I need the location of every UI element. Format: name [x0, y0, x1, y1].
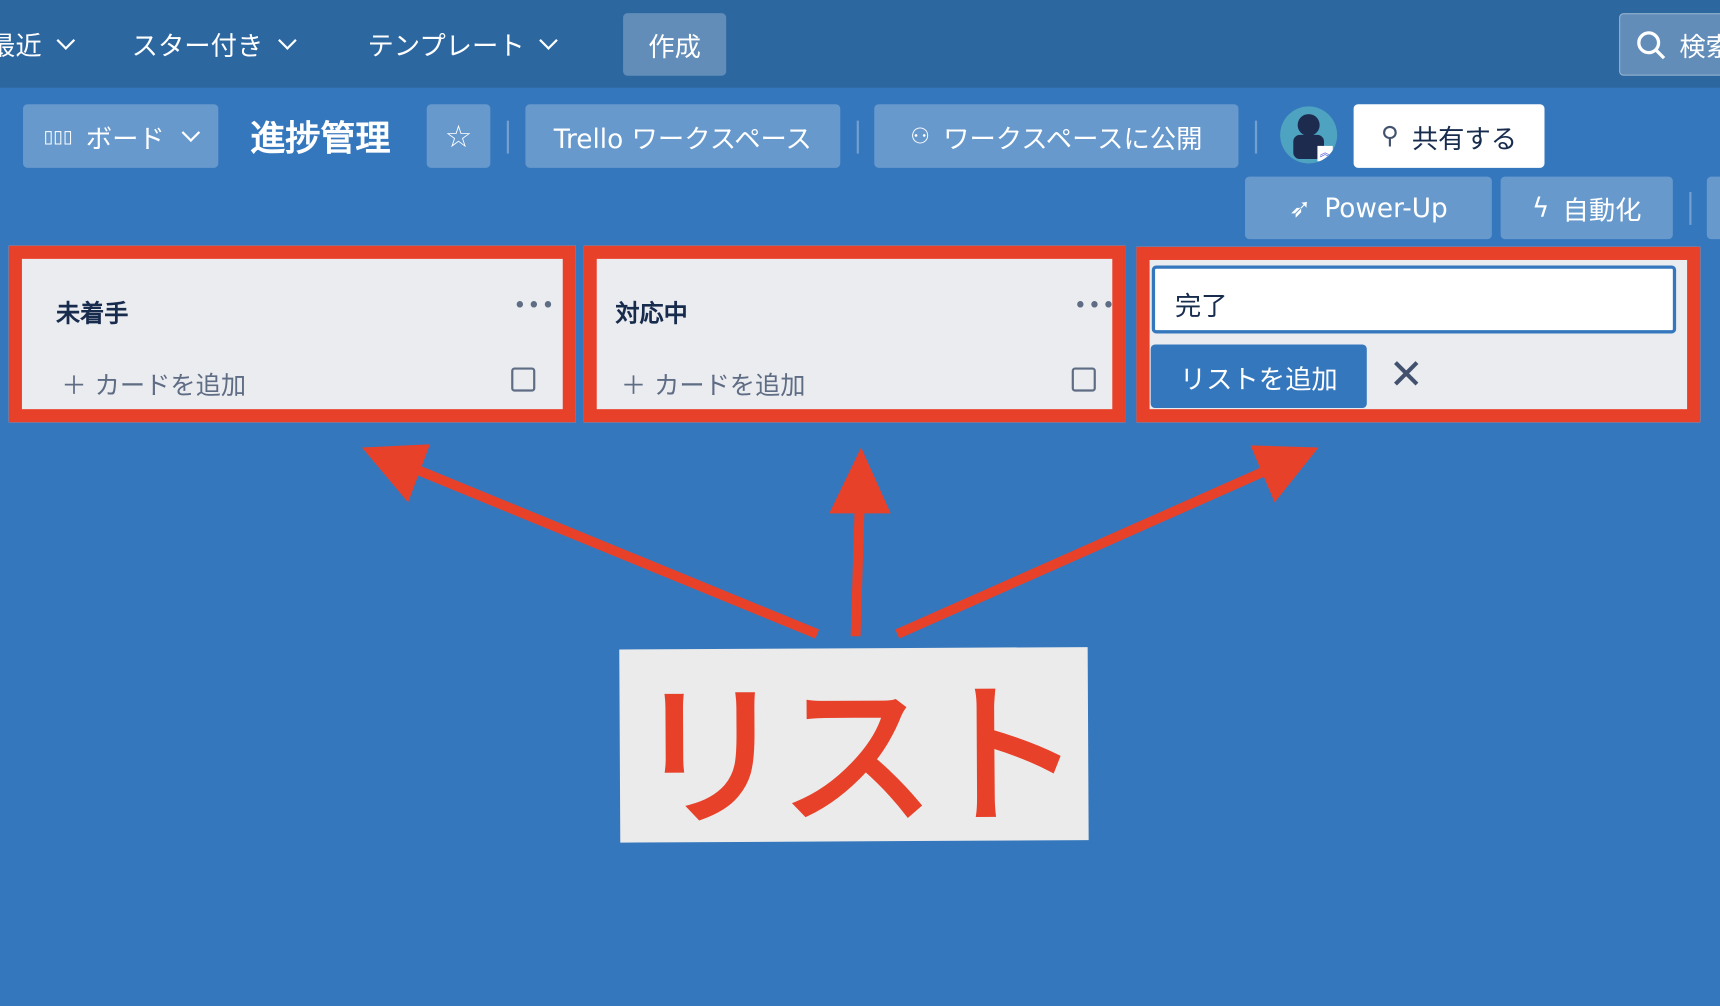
add-list-button[interactable]: リストを追加 — [1150, 344, 1367, 409]
arrow-head — [829, 447, 891, 514]
arrow-head — [1250, 445, 1319, 503]
rocket-icon: ➶ — [1289, 192, 1312, 224]
nav-recent-label: 最近 — [0, 30, 42, 62]
annotation-label-box: リスト — [619, 647, 1089, 849]
search-placeholder: 検索 — [1679, 31, 1720, 63]
arrow-head — [361, 444, 431, 503]
lightning-icon: ϟ — [1531, 192, 1550, 224]
annotation-label: リスト — [633, 667, 1075, 850]
arrow-line — [393, 456, 820, 639]
divider — [1254, 120, 1258, 154]
divider — [1689, 191, 1692, 225]
board-view-label: ボード — [85, 123, 165, 155]
visibility-button[interactable]: ⚇ ワークスペースに公開 — [874, 104, 1239, 168]
add-person-icon: ⚲ — [1380, 122, 1399, 150]
add-card-button[interactable]: ＋ カードを追加 — [620, 371, 806, 401]
search-input[interactable]: 検索 — [1619, 13, 1720, 76]
visibility-label: ワークスペースに公開 — [943, 123, 1203, 155]
list-in-progress: 対応中 ••• ＋ カードを追加 — [583, 245, 1126, 423]
admin-chevron-icon: ︽ — [1317, 145, 1333, 162]
arrow-line — [850, 493, 865, 637]
automation-label: 自動化 — [1562, 195, 1642, 226]
list-title[interactable]: 対応中 — [615, 300, 688, 328]
more-button[interactable] — [1706, 176, 1720, 240]
automation-button[interactable]: ϟ 自動化 — [1500, 176, 1673, 240]
add-card-label: カードを追加 — [94, 371, 247, 401]
divider — [856, 120, 859, 154]
star-button[interactable]: ☆ — [426, 104, 491, 168]
list-todo: 未着手 ••• ＋ カードを追加 — [8, 245, 576, 423]
create-button[interactable]: 作成 — [623, 13, 727, 76]
workspace-button[interactable]: Trello ワークスペース — [525, 104, 841, 168]
template-icon[interactable] — [511, 367, 536, 392]
share-button[interactable]: ⚲ 共有する — [1353, 104, 1545, 168]
board-view-button[interactable]: ▯▯▯ ボード — [23, 104, 219, 168]
new-list-form: 完了 リストを追加 ✕ — [1136, 246, 1701, 423]
list-name-input[interactable]: 完了 — [1151, 265, 1677, 334]
template-icon[interactable] — [1071, 367, 1096, 392]
board-title[interactable]: 進捗管理 — [250, 117, 391, 160]
nav-templates-label: テンプレート — [367, 30, 525, 62]
more-icon[interactable]: ••• — [513, 291, 556, 319]
add-list-label: リストを追加 — [1179, 363, 1338, 395]
search-icon — [1637, 30, 1666, 59]
add-card-label: カードを追加 — [654, 371, 806, 401]
share-label: 共有する — [1411, 123, 1518, 155]
top-nav: 最近 スター付き テンプレート 作成 検索 — [0, 0, 1720, 88]
nav-templates[interactable]: テンプレート — [367, 24, 559, 62]
star-icon: ☆ — [444, 117, 473, 155]
nav-starred-label: スター付き — [131, 30, 264, 62]
more-icon[interactable]: ••• — [1073, 291, 1117, 319]
powerup-button[interactable]: ➶ Power-Up — [1245, 176, 1492, 240]
add-card-button[interactable]: ＋ カードを追加 — [61, 371, 247, 401]
arrow-line — [895, 458, 1286, 639]
list-title[interactable]: 未着手 — [55, 300, 129, 328]
powerup-label: Power-Up — [1324, 192, 1448, 224]
avatar[interactable]: ︽ — [1280, 106, 1338, 164]
board-icon: ▯▯▯ — [43, 125, 73, 147]
nav-starred[interactable]: スター付き — [131, 24, 297, 62]
workspace-label: Trello ワークスペース — [553, 123, 812, 155]
close-icon[interactable]: ✕ — [1388, 349, 1424, 399]
nav-recent[interactable]: 最近 — [0, 24, 76, 62]
divider — [506, 120, 509, 154]
create-label: 作成 — [648, 31, 701, 63]
people-icon: ⚇ — [910, 122, 930, 150]
